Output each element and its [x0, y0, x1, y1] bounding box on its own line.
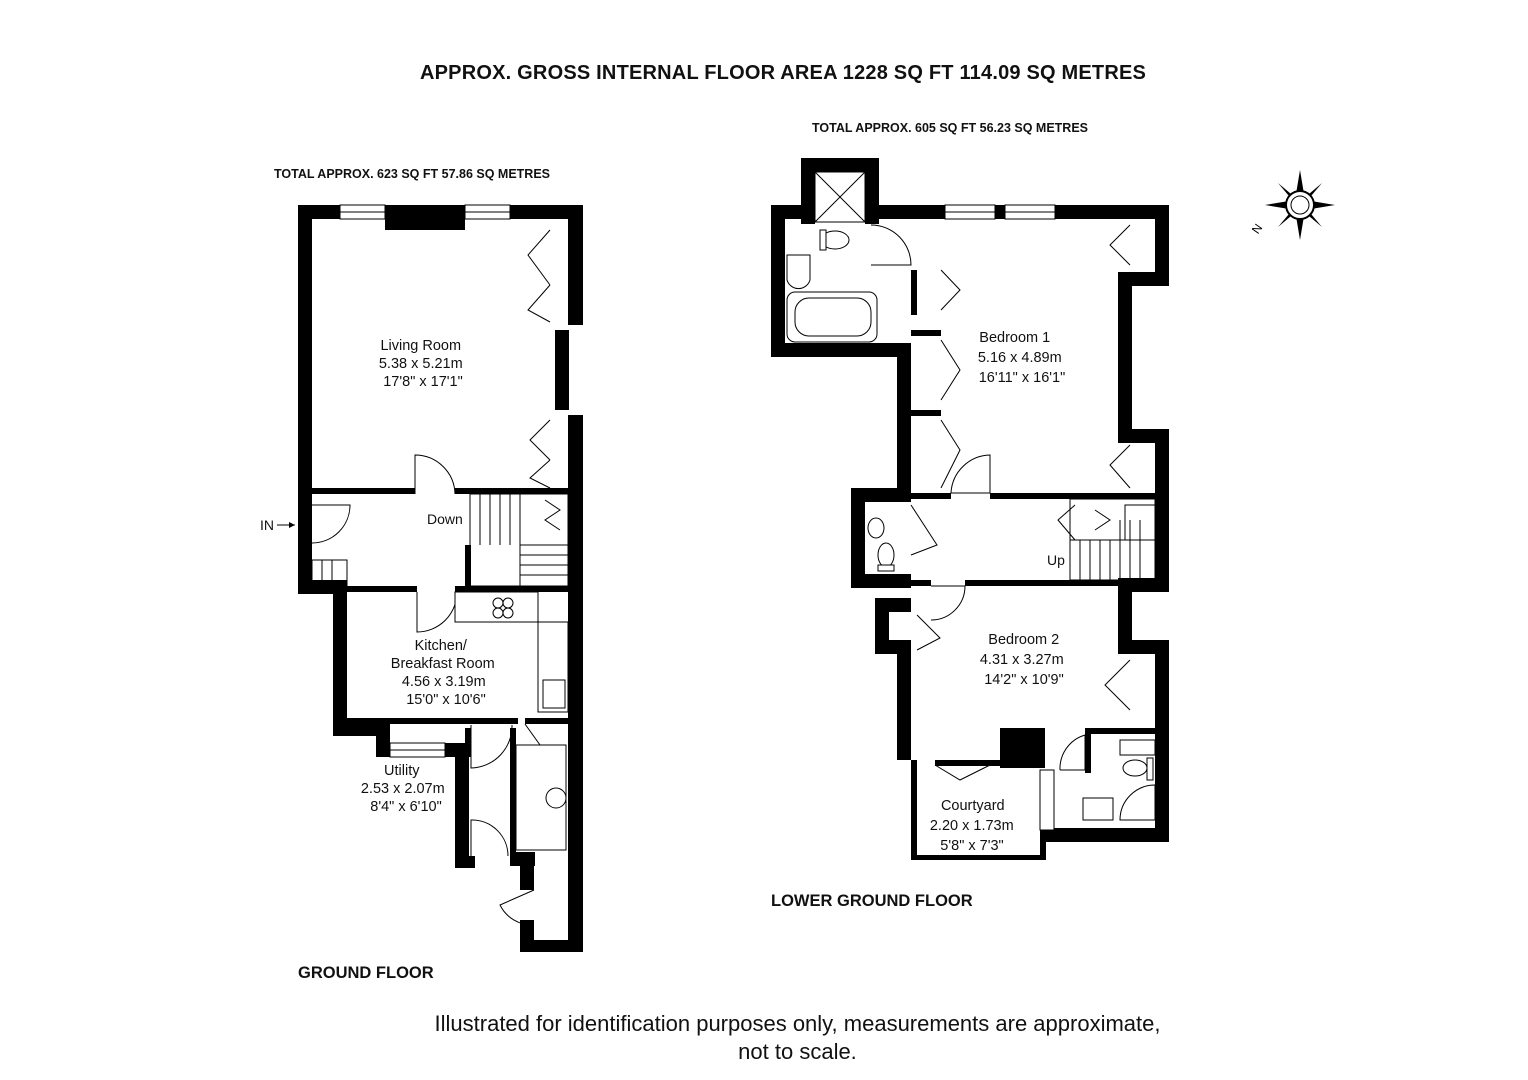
stairs-down-label: Down — [427, 511, 463, 527]
ground-floor-label: GROUND FLOOR — [298, 964, 434, 982]
compass-north-label: N — [1249, 221, 1265, 236]
compass-rose-icon: N — [1249, 170, 1335, 240]
disclaimer: Illustrated for identification purposes … — [0, 1010, 1528, 1066]
room-utility: Utility 2.53 x 2.07m 8'4" x 6'10" — [361, 762, 449, 815]
ground-floor-total: TOTAL APPROX. 623 SQ FT 57.86 SQ METRES — [274, 167, 551, 181]
disclaimer-line-1: Illustrated for identification purposes … — [434, 1011, 1161, 1036]
main-title: APPROX. GROSS INTERNAL FLOOR AREA 1228 S… — [420, 62, 1147, 84]
lower-floor-total: TOTAL APPROX. 605 SQ FT 56.23 SQ METRES — [812, 121, 1089, 135]
room-bedroom-1: Bedroom 1 5.16 x 4.89m 16'11" x 16'1" — [978, 329, 1066, 386]
room-kitchen: Kitchen/ Breakfast Room 4.56 x 3.19m 15'… — [391, 637, 499, 708]
room-bedroom-2: Bedroom 2 4.31 x 3.27m 14'2" x 10'9" — [980, 631, 1068, 688]
lower-floor-label: LOWER GROUND FLOOR — [771, 892, 973, 910]
arrow-head-icon — [289, 522, 295, 528]
room-courtyard: Courtyard 2.20 x 1.73m 5'8" x 7'3" — [930, 797, 1018, 854]
room-living-room: Living Room 5.38 x 5.21m 17'8" x 17'1" — [379, 337, 467, 390]
ground-floor-plan: Living Room 5.38 x 5.21m 17'8" x 17'1" K… — [260, 204, 583, 952]
lower-ground-floor-plan: Bedroom 1 5.16 x 4.89m 16'11" x 16'1" Be… — [771, 158, 1169, 860]
entrance-label: IN — [260, 517, 274, 533]
stairs-up-label: Up — [1047, 552, 1065, 568]
disclaimer-line-2: not to scale. — [738, 1039, 857, 1064]
